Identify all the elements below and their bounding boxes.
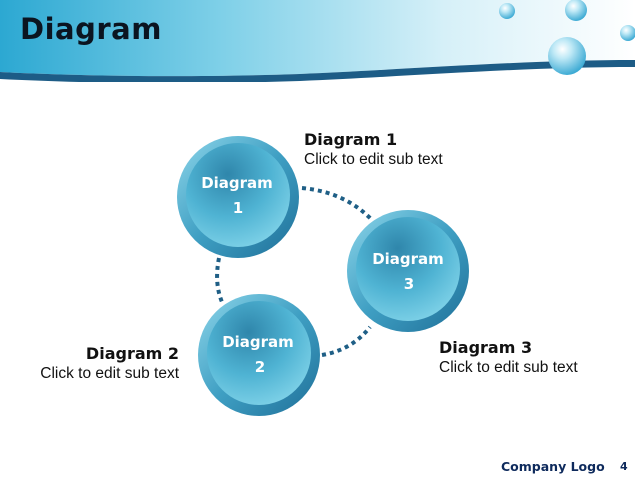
node-number: 3 [404,275,414,293]
bubble-decoration [565,0,587,21]
header-graphic [0,0,635,82]
callout-subtext: Click to edit sub text [40,365,179,382]
company-logo: Company Logo [501,459,605,474]
diagram-node-2[interactable]: Diagram 2 [198,294,320,416]
connector-1-2 [215,257,224,303]
connector-1-3 [301,186,374,222]
page-number: 4 [620,460,628,473]
callout-heading: Diagram 1 [304,130,398,149]
callout-heading: Diagram 2 [85,344,179,363]
callout-heading: Diagram 3 [439,338,533,357]
callout-diagram-2[interactable]: Diagram 2 Click to edit sub text [40,344,179,383]
node-number: 1 [233,199,243,217]
connector-2-3 [321,325,372,357]
bubble-decoration [620,25,635,41]
node-number: 2 [255,358,265,376]
slide-title[interactable]: Diagram [20,12,162,46]
callout-subtext: Click to edit sub text [304,151,443,168]
diagram-node-1[interactable]: Diagram 1 [177,136,299,258]
node-label: Diagram [372,250,444,268]
bubble-decoration [548,37,586,75]
bubble-decoration [499,3,515,19]
diagram-node-3[interactable]: Diagram 3 [347,210,469,332]
callout-subtext: Click to edit sub text [439,359,578,376]
node-label: Diagram [201,174,273,192]
callout-diagram-3[interactable]: Diagram 3 Click to edit sub text [439,338,578,377]
node-label: Diagram [222,333,294,351]
callout-diagram-1[interactable]: Diagram 1 Click to edit sub text [304,130,443,169]
slide-header: Diagram [0,0,635,82]
